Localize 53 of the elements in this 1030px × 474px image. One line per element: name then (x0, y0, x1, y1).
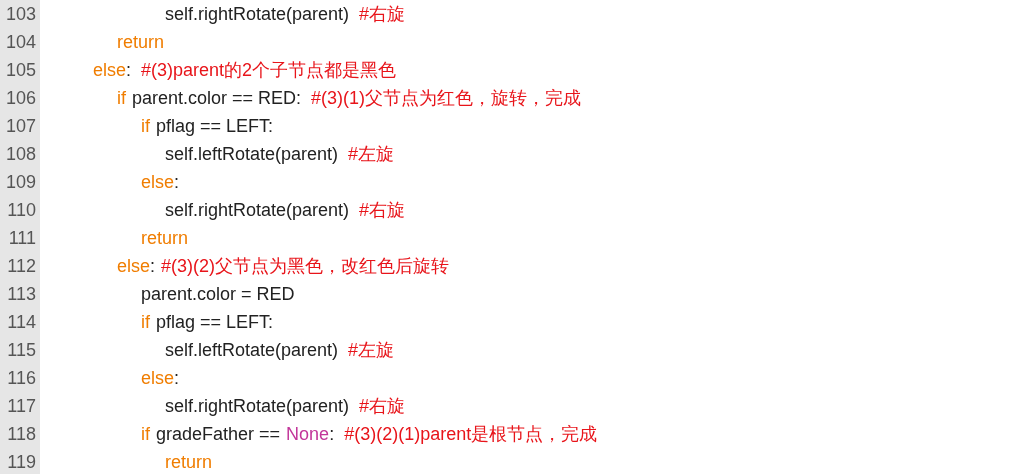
line-number: 107 (4, 115, 36, 138)
line-number: 104 (4, 31, 36, 54)
code-keyword: else (141, 171, 175, 194)
line-number: 113 (6, 283, 36, 306)
code-text: self.rightRotate(parent) (165, 395, 350, 418)
line-number: 111 (7, 227, 36, 250)
code-text: self.leftRotate(parent) (165, 143, 339, 166)
code-keyword: return (165, 451, 213, 474)
code-keyword: else (93, 59, 127, 82)
code-text: gradeFather == (156, 423, 281, 446)
code-text: : (174, 171, 180, 194)
code-constant: None (286, 423, 330, 446)
code-text: : (329, 423, 335, 446)
code-keyword: if (117, 87, 126, 110)
line-number: 109 (4, 171, 36, 194)
code-text: self.leftRotate(parent) (165, 339, 339, 362)
line-number: 119 (6, 451, 36, 474)
line-number: 108 (4, 143, 36, 166)
code-keyword: return (141, 227, 189, 250)
line-number: 116 (6, 367, 36, 390)
line-number: 103 (4, 3, 36, 26)
code-comment: #(3)(2)父节点为黑色，改红色后旋转 (161, 255, 450, 278)
code-keyword: else (141, 367, 175, 390)
code-text: parent.color = RED (141, 283, 295, 306)
code-text: : (150, 255, 156, 278)
code-keyword: if (141, 311, 150, 334)
line-number: 117 (6, 395, 36, 418)
code-text: pflag == LEFT: (156, 311, 274, 334)
code-comment: #(3)parent的2个子节点都是黑色 (141, 59, 397, 82)
code-text: pflag == LEFT: (156, 115, 274, 138)
code-keyword: else (117, 255, 151, 278)
code-keyword: if (141, 115, 150, 138)
code-text: self.rightRotate(parent) (165, 199, 350, 222)
code-text: self.rightRotate(parent) (165, 3, 350, 26)
code-text: : (126, 59, 132, 82)
code-comment: #左旋 (348, 143, 395, 166)
line-number: 114 (6, 311, 36, 334)
code-text: : (174, 367, 180, 390)
line-number: 112 (6, 255, 36, 278)
code-comment: #右旋 (359, 3, 406, 26)
code-comment: #(3)(2)(1)parent是根节点，完成 (344, 423, 598, 446)
line-number: 118 (6, 423, 36, 446)
code-comment: #右旋 (359, 199, 406, 222)
code-text: parent.color == RED: (132, 87, 302, 110)
line-number: 106 (4, 87, 36, 110)
line-number: 105 (4, 59, 36, 82)
code-keyword: if (141, 423, 150, 446)
code-comment: #(3)(1)父节点为红色，旋转，完成 (311, 87, 582, 110)
code-comment: #左旋 (348, 339, 395, 362)
line-number: 115 (6, 339, 36, 362)
code-comment: #右旋 (359, 395, 406, 418)
code-keyword: return (117, 31, 165, 54)
line-number: 110 (6, 199, 36, 222)
